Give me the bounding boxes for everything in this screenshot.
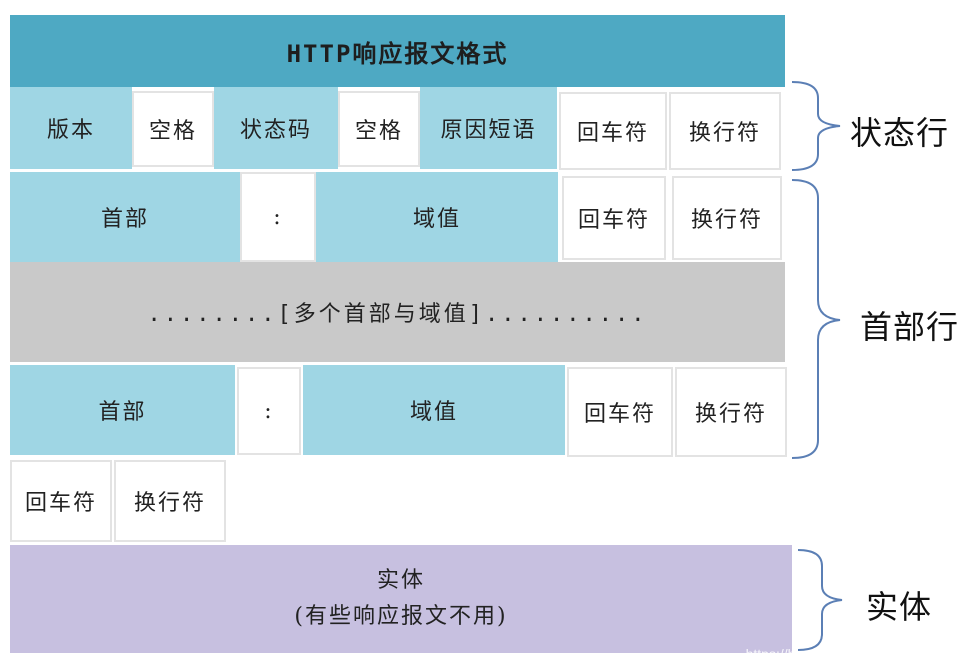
cr-field-status: 回车符 xyxy=(559,92,667,170)
header-lines-brace xyxy=(791,179,841,459)
entity-body: 实体 (有些响应报文不用) xyxy=(10,545,792,653)
status-line-brace xyxy=(791,81,841,171)
header-lines-label: 首部行 xyxy=(860,308,960,346)
header-value-field-2: 域值 xyxy=(303,365,565,455)
status-line-label: 状态行 xyxy=(850,114,950,152)
multiple-headers-row: ........[多个首部与域值].......... xyxy=(10,262,785,362)
header-value-field-1: 域值 xyxy=(316,172,558,262)
colon-field-2: : xyxy=(237,367,301,455)
cr-field-header-1: 回车符 xyxy=(562,176,666,260)
lf-field-header-2: 换行符 xyxy=(675,367,787,457)
lf-field-header-1: 换行符 xyxy=(672,176,782,260)
entity-brace xyxy=(797,549,843,651)
cr-field-blank-line: 回车符 xyxy=(10,460,112,542)
space-field-1: 空格 xyxy=(132,91,214,167)
version-field: 版本 xyxy=(10,87,132,169)
lf-field-status: 换行符 xyxy=(669,92,781,170)
status-code-field: 状态码 xyxy=(214,87,338,169)
reason-phrase-field: 原因短语 xyxy=(420,87,557,169)
lf-field-blank-line: 换行符 xyxy=(114,460,226,542)
header-name-field-1: 首部 xyxy=(10,172,240,262)
entity-label: 实体 xyxy=(376,568,425,593)
colon-field-1: : xyxy=(240,172,316,262)
header-name-field-2: 首部 xyxy=(10,365,235,455)
diagram-title: HTTP响应报文格式 xyxy=(10,15,785,87)
entity-note: (有些响应报文不用) xyxy=(294,604,508,629)
space-field-2: 空格 xyxy=(338,91,420,167)
entity-side-label: 实体 xyxy=(866,588,933,626)
cr-field-header-2: 回车符 xyxy=(567,367,673,457)
